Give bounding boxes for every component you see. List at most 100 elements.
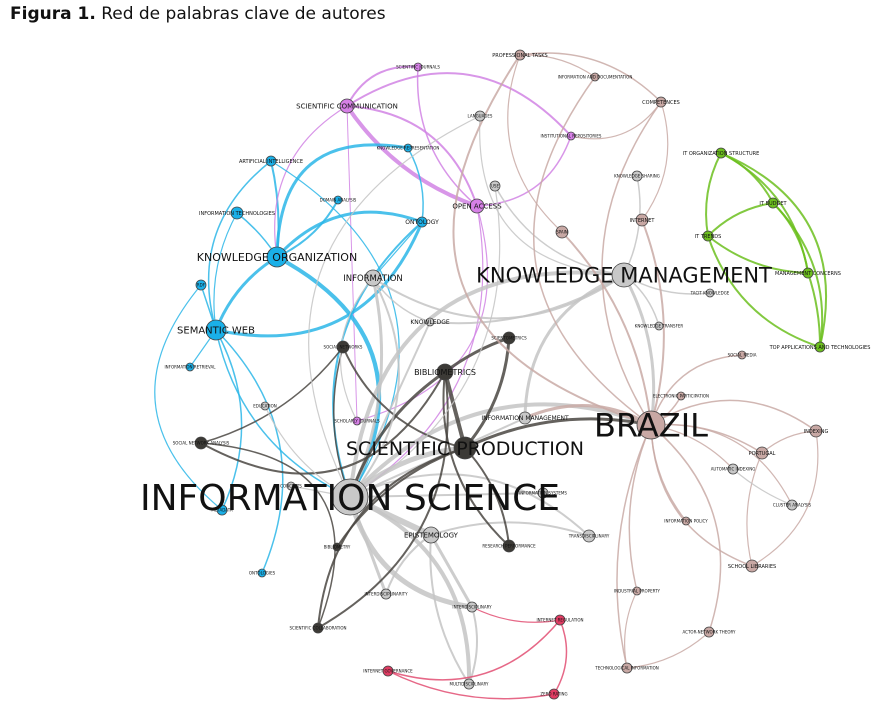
label-information-systems: INFORMATION SYSTEMS bbox=[519, 490, 567, 495]
edge-internet-regulation-interdisciplinary bbox=[471, 606, 561, 623]
label-electronic-participation: ELECTRONIC PARTICIPATION bbox=[653, 393, 709, 398]
edge-knowledge-management-knowledge-sharing bbox=[623, 175, 641, 276]
node-competences[interactable] bbox=[655, 96, 667, 108]
node-scientific-production[interactable] bbox=[453, 436, 477, 460]
node-knowledge-organization[interactable] bbox=[266, 246, 288, 268]
node-languages[interactable] bbox=[474, 110, 486, 122]
node-epistemology[interactable] bbox=[422, 526, 440, 544]
node-information-systems[interactable] bbox=[537, 487, 549, 499]
edge-information-science-knowledge-management bbox=[348, 270, 625, 498]
node-institutional-repositories[interactable] bbox=[566, 131, 576, 141]
edge-management-concerns-top-applications-and-technologies bbox=[807, 272, 822, 348]
node-information-science[interactable] bbox=[331, 478, 369, 516]
edge-it-trends-management-concerns bbox=[707, 235, 809, 274]
label-transdisciplinary: TRANSDISCIPLINARY bbox=[568, 533, 610, 538]
node-open-access[interactable] bbox=[469, 198, 485, 214]
label-concepts: CONCEPTS bbox=[280, 483, 302, 488]
node-scientific-collaboration[interactable] bbox=[312, 622, 324, 634]
edge-knowledge-management-information bbox=[372, 274, 625, 320]
edge-information-information-science bbox=[349, 277, 400, 498]
node-internet-regulation[interactable] bbox=[554, 614, 566, 626]
node-education[interactable] bbox=[260, 401, 270, 411]
node-scientific-communication[interactable] bbox=[339, 98, 355, 114]
node-tacit-knowledge[interactable] bbox=[705, 288, 715, 298]
node-scientometrics[interactable] bbox=[502, 331, 516, 345]
node-knowledge-sharing[interactable] bbox=[631, 170, 643, 182]
edge-epistemology-transdisciplinary bbox=[430, 521, 590, 537]
edge-information-knowledge bbox=[372, 277, 431, 323]
edge-knowledge-management-languages bbox=[479, 115, 625, 276]
node-social-media[interactable] bbox=[737, 350, 747, 360]
node-management-concerns[interactable] bbox=[802, 267, 814, 279]
node-electronic-participation[interactable] bbox=[676, 391, 686, 401]
node-scholarly-journals[interactable] bbox=[352, 416, 362, 426]
node-semantic-web[interactable] bbox=[205, 319, 227, 341]
node-portugal[interactable] bbox=[755, 446, 769, 460]
edge-industrial-property-technological-information bbox=[624, 590, 638, 669]
node-information-technologies[interactable] bbox=[230, 206, 244, 220]
node-indexing[interactable] bbox=[809, 424, 823, 438]
node-knowledge-representation[interactable] bbox=[403, 143, 413, 153]
node-knowledge[interactable] bbox=[425, 317, 435, 327]
node-use[interactable] bbox=[489, 180, 501, 192]
node-school-libraries[interactable] bbox=[745, 559, 759, 573]
node-ontologies[interactable] bbox=[257, 568, 267, 578]
edge-professional-tasks-spain bbox=[507, 54, 563, 233]
node-rdf[interactable] bbox=[195, 279, 207, 291]
node-research-performance[interactable] bbox=[502, 539, 516, 553]
node-social-network-analysis[interactable] bbox=[194, 436, 208, 450]
node-information-management[interactable] bbox=[518, 411, 532, 425]
node-industrial-property[interactable] bbox=[632, 586, 642, 596]
label-social-media: SOCIAL MEDIA bbox=[728, 352, 757, 357]
edge-scientific-production-scientometrics bbox=[463, 337, 511, 449]
node-internet-governance[interactable] bbox=[382, 665, 394, 677]
node-interdisciplinarity[interactable] bbox=[380, 588, 392, 600]
edge-social-network-analysis-scientific-collaboration bbox=[200, 442, 336, 629]
node-bibliometry[interactable] bbox=[332, 542, 342, 552]
node-information-policy[interactable] bbox=[681, 516, 691, 526]
node-metadata[interactable] bbox=[216, 504, 228, 516]
node-it-organization-structure[interactable] bbox=[715, 147, 727, 159]
node-social-networks[interactable] bbox=[336, 340, 350, 354]
node-transdisciplinary[interactable] bbox=[582, 529, 596, 543]
edge-competences-internet bbox=[641, 101, 669, 221]
node-bibliometrics[interactable] bbox=[436, 363, 454, 381]
node-information-retrieval[interactable] bbox=[185, 362, 195, 372]
node-concepts[interactable] bbox=[286, 481, 296, 491]
node-it-budget[interactable] bbox=[767, 197, 779, 209]
node-technological-information[interactable] bbox=[621, 662, 633, 674]
label-bibliometrics: BIBLIOMETRICS bbox=[414, 368, 476, 377]
edge-rdf-metadata bbox=[154, 284, 223, 511]
edge-scientific-communication-open-access bbox=[346, 105, 478, 207]
node-internet[interactable] bbox=[635, 213, 649, 227]
edge-it-organization-structure-top-applications-and-technologies bbox=[720, 152, 828, 348]
node-top-applications-and-technologies[interactable] bbox=[814, 341, 826, 353]
node-actor-network-theory[interactable] bbox=[703, 626, 715, 638]
label-metadata: METADATA bbox=[211, 507, 232, 512]
node-multidisciplinary[interactable] bbox=[463, 678, 475, 690]
label-knowledge-organization: KNOWLEDGE ORGANIZATION bbox=[197, 251, 357, 264]
label-top-applications-and-technologies: TOP APPLICATIONS AND TECHNOLOGIES bbox=[769, 345, 871, 351]
node-zero-rating[interactable] bbox=[548, 688, 560, 700]
node-it-trends[interactable] bbox=[702, 230, 714, 242]
node-spain[interactable] bbox=[555, 225, 569, 239]
edge-open-access-institutional-repositories bbox=[476, 135, 572, 207]
node-domain-analysis[interactable] bbox=[333, 195, 343, 205]
node-knowledge-management[interactable] bbox=[611, 262, 637, 288]
node-ontology[interactable] bbox=[416, 216, 428, 228]
label-portugal: PORTUGAL bbox=[749, 451, 776, 457]
node-information[interactable] bbox=[364, 269, 382, 287]
node-professional-tasks[interactable] bbox=[514, 49, 526, 61]
node-artificial-intelligence[interactable] bbox=[265, 155, 277, 167]
node-brazil[interactable] bbox=[636, 410, 666, 440]
edge-competences-institutional-repositories bbox=[570, 101, 662, 140]
label-scholarly-journals: SCHOLARLY JOURNALS bbox=[334, 418, 380, 423]
node-automatic-indexing[interactable] bbox=[727, 463, 739, 475]
node-cluster-analysis[interactable] bbox=[786, 499, 798, 511]
node-information-and-documentation[interactable] bbox=[590, 72, 600, 82]
node-scientific-journals[interactable] bbox=[413, 62, 423, 72]
node-interdisciplinary[interactable] bbox=[466, 601, 478, 613]
figure-label: Figura 1. bbox=[10, 4, 96, 24]
node-knowledge-transfer[interactable] bbox=[654, 321, 664, 331]
